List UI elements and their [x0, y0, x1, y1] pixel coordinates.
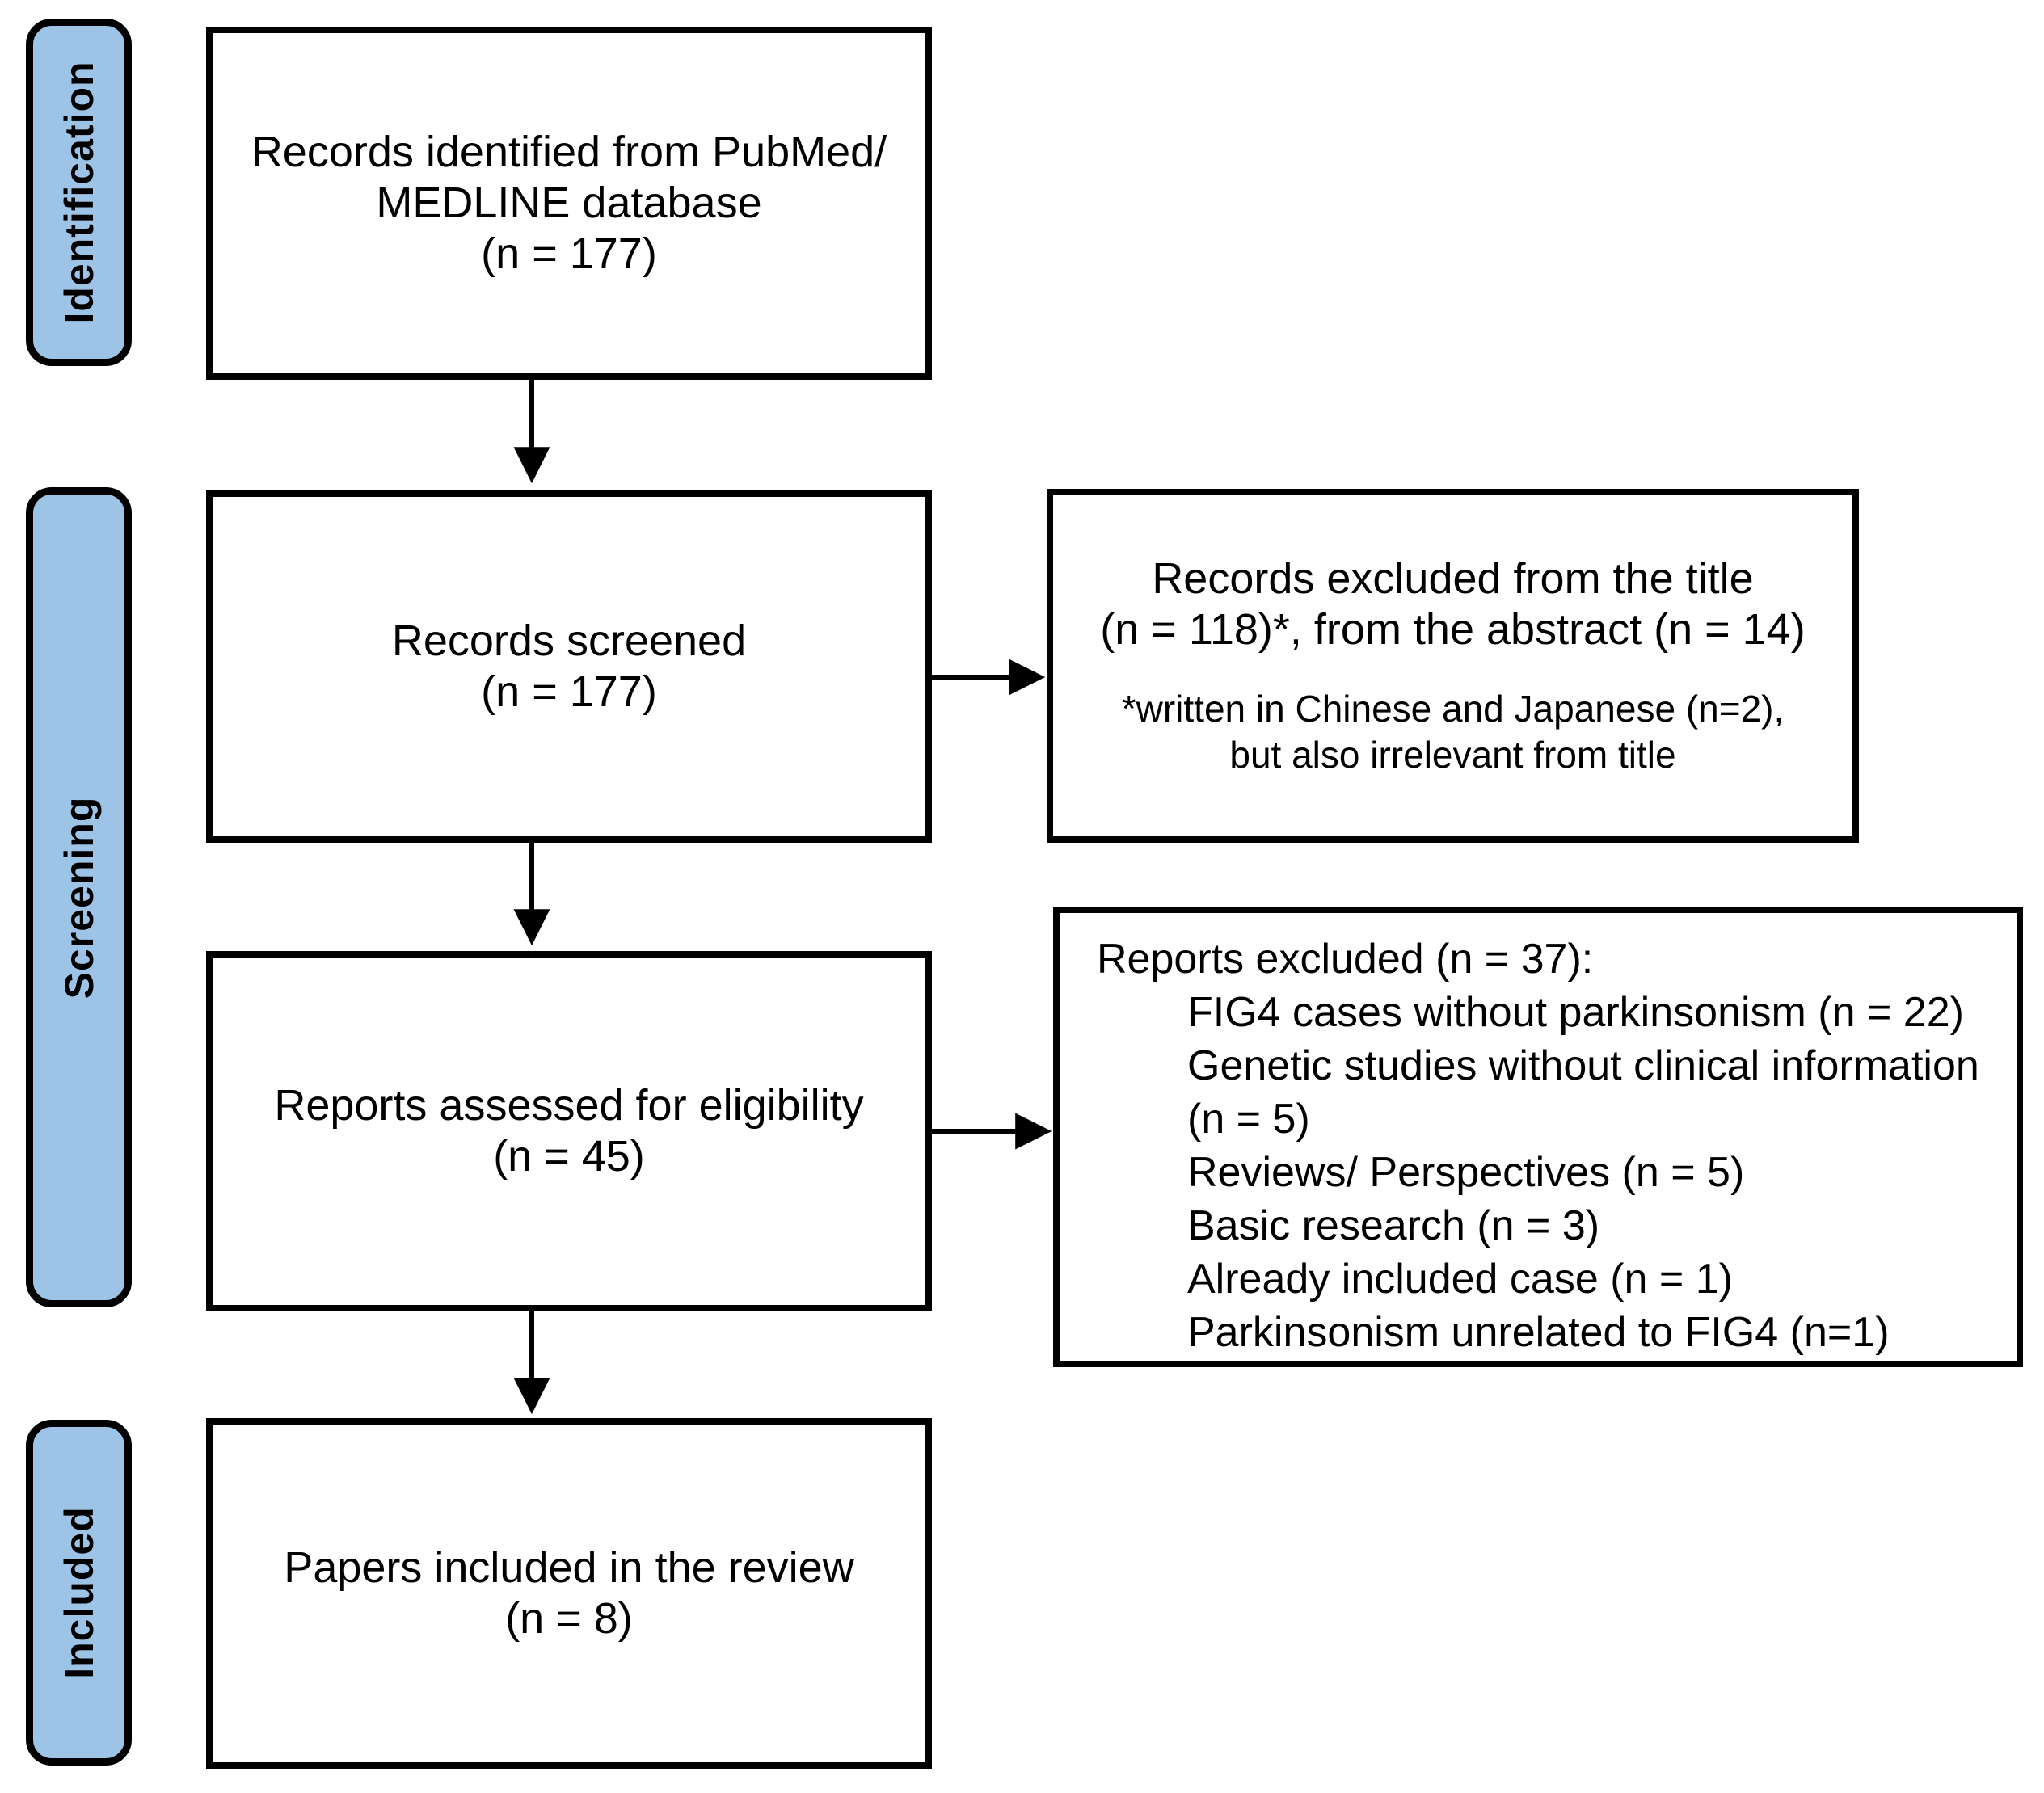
box-records-screened: Records screened (n = 177)	[206, 490, 932, 843]
box-records-identified: Records identified from PubMed/ MEDLINE …	[206, 27, 932, 380]
stage-label-identification-text: Identification	[56, 61, 102, 324]
box-reports-excluded: Reports excluded (n = 37): FIG4 cases wi…	[1053, 907, 2023, 1367]
box-reports-assessed: Reports assessed for eligibility (n = 45…	[206, 951, 932, 1311]
box-papers-included: Papers included in the review (n = 8)	[206, 1418, 932, 1769]
records-excluded-footnote: *written in Chinese and Japanese (n=2), …	[1121, 688, 1785, 776]
box-reports-assessed-text: Reports assessed for eligibility (n = 45…	[274, 1081, 864, 1181]
excluded-reason-item: Genetic studies without clinical informa…	[1187, 1042, 1979, 1143]
box-records-screened-text: Records screened (n = 177)	[391, 617, 747, 716]
stage-label-identification: Identification	[26, 19, 132, 366]
reports-excluded-title: Reports excluded (n = 37):	[1097, 936, 1594, 983]
stage-label-screening-text: Screening	[56, 796, 102, 999]
stage-label-included-text: Included	[56, 1506, 102, 1679]
records-excluded-main-text: Records excluded from the title (n = 118…	[1100, 554, 1806, 654]
excluded-reason-item: Basic research (n = 3)	[1187, 1202, 1600, 1249]
box-records-excluded: Records excluded from the title (n = 118…	[1047, 489, 1859, 843]
excluded-reason-item: Already included case (n = 1)	[1187, 1256, 1733, 1303]
excluded-reason-item: Reviews/ Perspectives (n = 5)	[1187, 1149, 1745, 1196]
box-papers-included-text: Papers included in the review (n = 8)	[284, 1543, 854, 1643]
stage-label-included: Included	[26, 1420, 132, 1766]
excluded-reason-item: FIG4 cases without parkinsonism (n = 22)	[1187, 989, 1964, 1036]
excluded-reasons-list: FIG4 cases without parkinsonism (n = 22)…	[1097, 986, 1994, 1359]
excluded-reason-item: Parkinsonism unrelated to FIG4 (n=1)	[1187, 1309, 1890, 1356]
stage-label-screening: Screening	[26, 487, 132, 1307]
box-records-identified-text: Records identified from PubMed/ MEDLINE …	[251, 128, 887, 278]
